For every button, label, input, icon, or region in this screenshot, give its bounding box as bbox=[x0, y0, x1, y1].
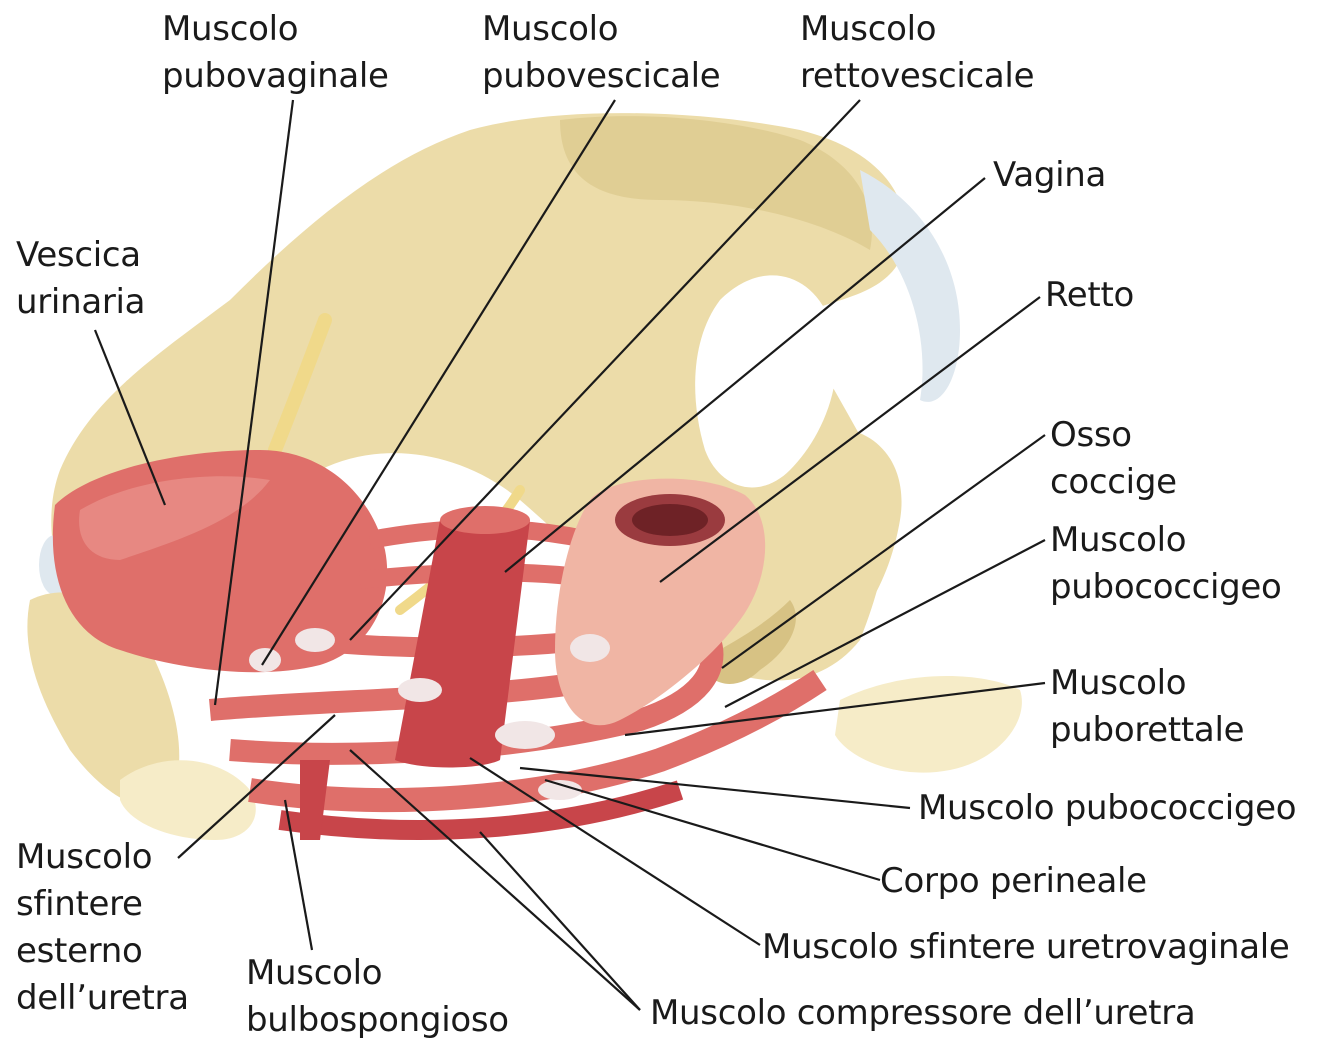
ischial-bone-right bbox=[835, 676, 1022, 773]
label-line: pubovescicale bbox=[482, 53, 720, 100]
label-vagina: Vagina bbox=[993, 152, 1106, 199]
label-line: Muscolo bbox=[16, 834, 189, 881]
label-muscolo-pubococcigeo-top: Muscolo pubococcigeo bbox=[1050, 517, 1282, 611]
label-line: Vescica bbox=[16, 232, 145, 279]
label-line: bulbospongioso bbox=[246, 997, 509, 1042]
pubic-bone-cut bbox=[120, 760, 256, 840]
leader-sfintere-uretrovaginale bbox=[470, 758, 760, 945]
label-line: Corpo perineale bbox=[880, 858, 1147, 905]
label-line: Muscolo bbox=[1050, 517, 1282, 564]
label-line: Muscolo bbox=[246, 950, 509, 997]
label-line: dell’uretra bbox=[16, 975, 189, 1022]
label-line: Osso bbox=[1050, 412, 1177, 459]
label-line: puborettale bbox=[1050, 707, 1244, 754]
label-line: coccige bbox=[1050, 459, 1177, 506]
label-line: Muscolo sfintere uretrovaginale bbox=[762, 924, 1290, 971]
label-line: pubococcigeo bbox=[1050, 564, 1282, 611]
rectum-lumen-inner bbox=[632, 504, 708, 536]
label-line: Muscolo bbox=[800, 6, 1034, 53]
label-line: Muscolo pubococcigeo bbox=[918, 785, 1296, 832]
label-line: Muscolo bbox=[1050, 660, 1244, 707]
label-muscolo-pubovescicale: Muscolo pubovescicale bbox=[482, 6, 720, 100]
label-muscolo-pubococcigeo-bottom: Muscolo pubococcigeo bbox=[918, 785, 1296, 832]
tendon-patch-6 bbox=[398, 678, 442, 702]
tendon-patch-3 bbox=[570, 634, 610, 662]
tendon-patch-4 bbox=[495, 721, 555, 749]
label-line: esterno bbox=[16, 928, 189, 975]
label-line: Retto bbox=[1045, 272, 1134, 319]
tendon-patch-1 bbox=[295, 628, 335, 652]
label-muscolo-sfintere-uretrovaginale: Muscolo sfintere uretrovaginale bbox=[762, 924, 1290, 971]
label-vescica-urinaria: Vescica urinaria bbox=[16, 232, 145, 326]
label-muscolo-compressore-uretra: Muscolo compressore dell’uretra bbox=[650, 990, 1195, 1037]
label-corpo-perineale: Corpo perineale bbox=[880, 858, 1147, 905]
leader-corpo-perineale bbox=[545, 780, 880, 880]
label-muscolo-rettovescicale: Muscolo rettovescicale bbox=[800, 6, 1034, 100]
label-line: pubovaginale bbox=[162, 53, 389, 100]
label-line: rettovescicale bbox=[800, 53, 1034, 100]
label-muscolo-puborettale: Muscolo puborettale bbox=[1050, 660, 1244, 754]
label-line: Muscolo bbox=[482, 6, 720, 53]
label-muscolo-pubovaginale: Muscolo pubovaginale bbox=[162, 6, 389, 100]
label-line: urinaria bbox=[16, 279, 145, 326]
label-muscolo-sfintere-esterno-uretra: Muscolo sfintere esterno dell’uretra bbox=[16, 834, 189, 1022]
label-line: Vagina bbox=[993, 152, 1106, 199]
label-line: sfintere bbox=[16, 881, 189, 928]
label-muscolo-bulbospongioso: Muscolo bulbospongioso bbox=[246, 950, 509, 1042]
label-line: Muscolo bbox=[162, 6, 389, 53]
label-retto: Retto bbox=[1045, 272, 1134, 319]
label-line: Muscolo compressore dell’uretra bbox=[650, 990, 1195, 1037]
label-osso-coccige: Osso coccige bbox=[1050, 412, 1177, 506]
